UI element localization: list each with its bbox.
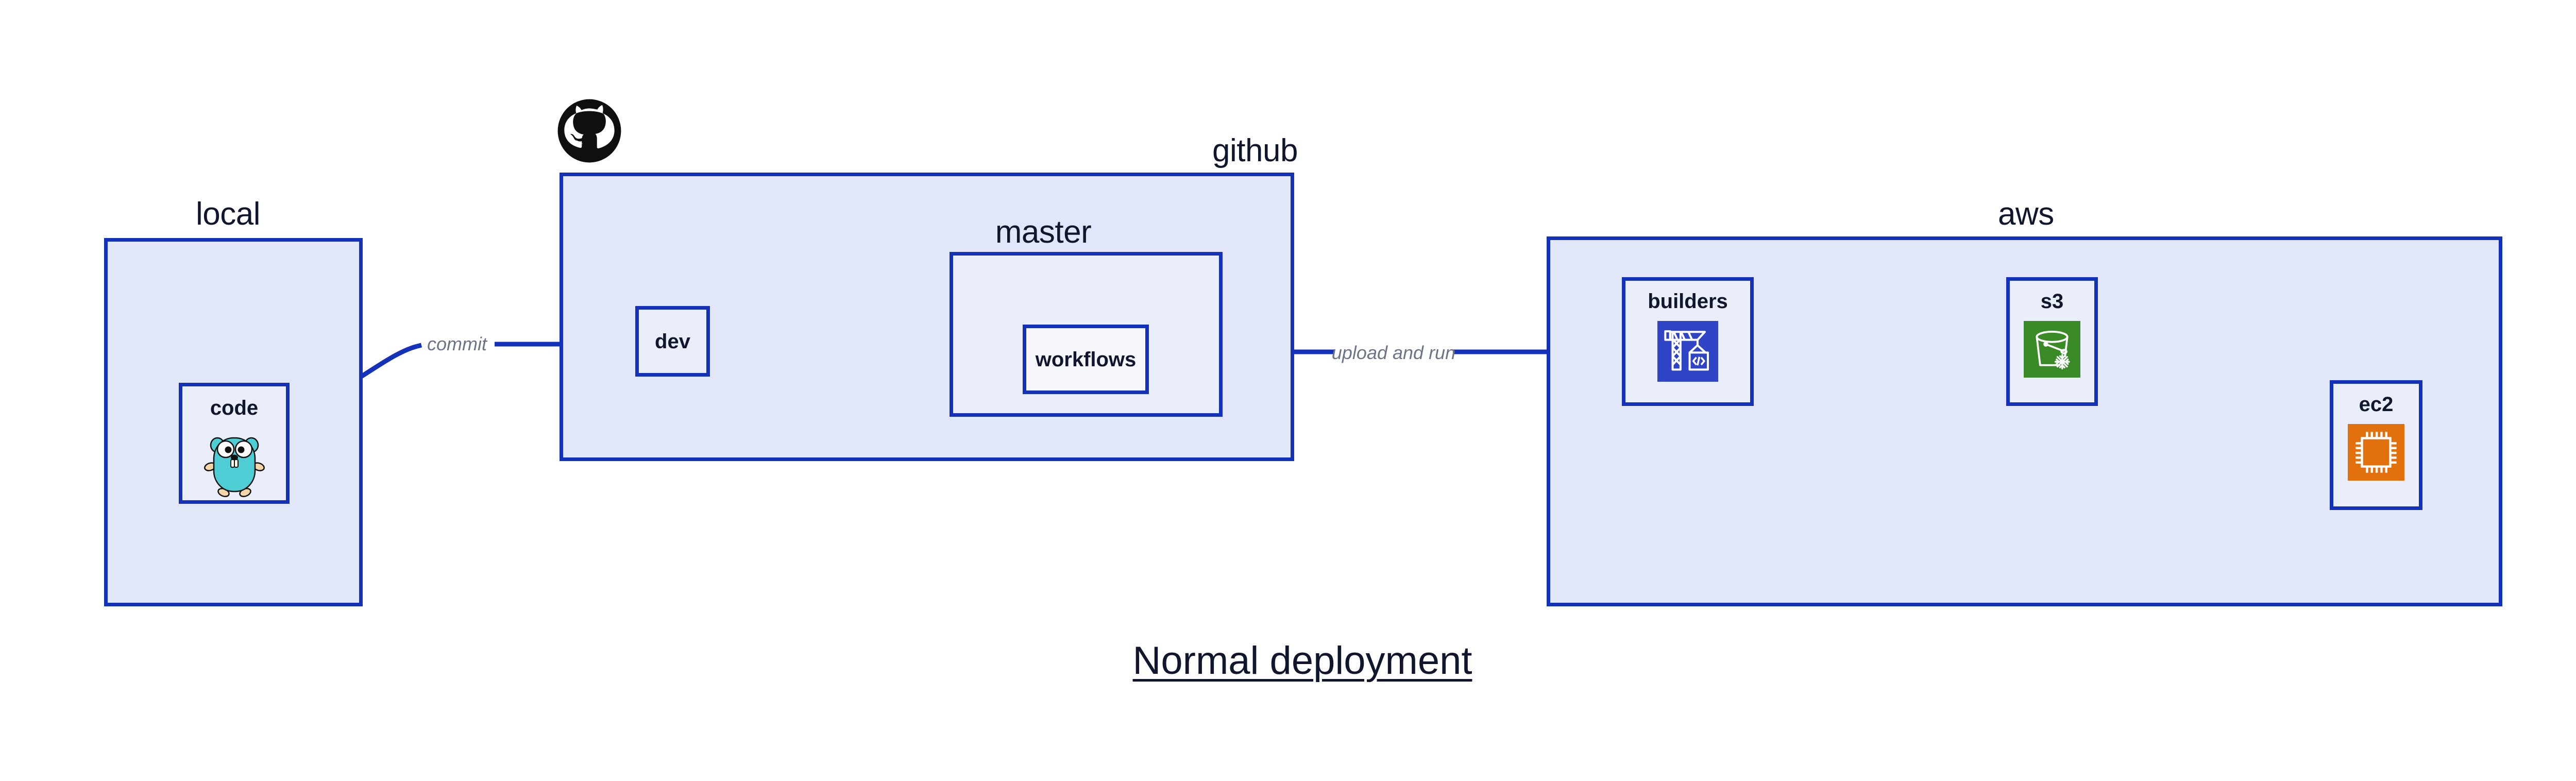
edge-label-commit: commit — [427, 333, 487, 354]
node-workflows[interactable]: workflows — [1023, 325, 1149, 394]
zone-label-github: github — [1212, 133, 1298, 168]
node-dev[interactable]: dev — [635, 306, 710, 377]
cpu-chip-icon — [2348, 424, 2404, 481]
node-title-code: code — [210, 397, 259, 419]
bucket-snowflake-icon — [2024, 321, 2080, 378]
node-title-ec2: ec2 — [2359, 393, 2394, 416]
zone-label-aws: aws — [1998, 196, 2054, 232]
go-gopher-icon — [204, 437, 265, 497]
github-octocat-icon — [557, 99, 621, 163]
node-title-builders: builders — [1648, 290, 1728, 313]
edge-label-upload-and-run: upload and run — [1331, 342, 1456, 363]
node-s3[interactable]: s3 — [2006, 277, 2098, 406]
node-builders[interactable]: builders — [1622, 277, 1754, 406]
zone-label-local: local — [196, 196, 261, 232]
crane-code-icon — [1657, 321, 1718, 382]
diagram-caption: Normal deployment — [1132, 639, 1472, 683]
node-title-s3: s3 — [2040, 290, 2064, 313]
zone-label-master: master — [995, 214, 1092, 250]
node-ec2[interactable]: ec2 — [2330, 380, 2422, 510]
node-title-dev: dev — [655, 330, 690, 353]
node-code[interactable]: code — [179, 383, 290, 504]
node-title-workflows: workflows — [1035, 348, 1137, 371]
